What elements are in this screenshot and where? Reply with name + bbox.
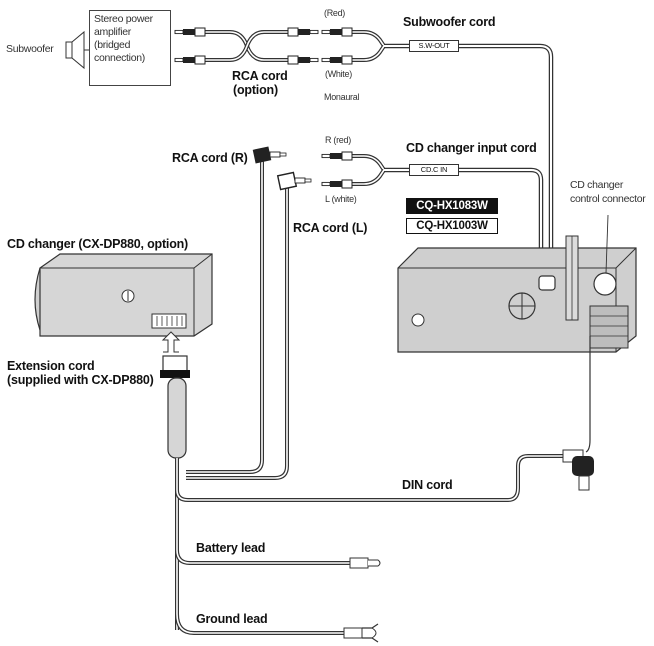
- cd-changer-unit: [34, 253, 213, 353]
- label-rca-cord-option-1: RCA cord: [232, 69, 288, 83]
- ground-lead: [175, 613, 379, 643]
- head-unit: [397, 235, 637, 353]
- amplifier-line-2: amplifier: [94, 26, 131, 38]
- label-subwoofer: Subwoofer: [6, 43, 54, 55]
- tag-sw-out: S.W-OUT: [409, 40, 459, 52]
- label-extension-cord-2: (supplied with CX-DP880): [7, 373, 154, 387]
- battery-connector-icon: [349, 557, 381, 569]
- ground-terminal-icon: [343, 623, 379, 643]
- rca-plug-l: [276, 171, 312, 191]
- label-cd-changer-input-cord: CD changer input cord: [406, 141, 537, 155]
- cd-changer-input-cord: [321, 151, 544, 282]
- label-monaural: Monaural: [324, 92, 360, 102]
- amplifier-line-1: Stereo power: [94, 13, 153, 25]
- tag-cdc-in: CD.C IN: [409, 164, 459, 176]
- label-ground-lead: Ground lead: [196, 612, 268, 626]
- label-cd-changer: CD changer (CX-DP880, option): [7, 237, 189, 251]
- amplifier-line-4: connection): [94, 52, 145, 64]
- amplifier-line-3: (bridged: [94, 39, 131, 51]
- label-cd-changer-control-2: control connector: [570, 193, 646, 205]
- label-rca-cord-option-2: (option): [233, 83, 278, 97]
- label-rca-cord-l: RCA cord (L): [293, 221, 368, 235]
- stereo-power-amplifier-box: Stereo power amplifier (bridged connecti…: [89, 10, 171, 86]
- label-din-cord: DIN cord: [402, 478, 453, 492]
- rca-plug-r: [252, 146, 287, 164]
- rca-cord-r-l: [186, 146, 312, 480]
- battery-lead: [175, 549, 381, 569]
- label-subwoofer-cord: Subwoofer cord: [403, 15, 496, 29]
- label-cd-changer-control-1: CD changer: [570, 179, 624, 191]
- subwoofer-cord: [321, 27, 554, 282]
- control-connector-leader: [605, 214, 609, 274]
- label-r-red: R (red): [325, 135, 351, 145]
- label-white-top: (White): [325, 69, 352, 79]
- label-extension-cord-1: Extension cord: [7, 359, 95, 373]
- din-cord: [175, 336, 594, 502]
- label-red-top: (Red): [324, 8, 346, 18]
- din-plug-icon: [562, 449, 594, 491]
- extension-cord: [160, 355, 190, 630]
- subwoofer-speaker-icon: [65, 30, 89, 70]
- label-l-white: L (white): [325, 194, 357, 204]
- model-badge-cq-hx1003w: CQ-HX1003W: [406, 218, 498, 234]
- label-battery-lead: Battery lead: [196, 541, 266, 555]
- label-rca-cord-r: RCA cord (R): [172, 151, 248, 165]
- model-badge-cq-hx1083w: CQ-HX1083W: [406, 198, 498, 214]
- rca-cord-option: [174, 27, 319, 65]
